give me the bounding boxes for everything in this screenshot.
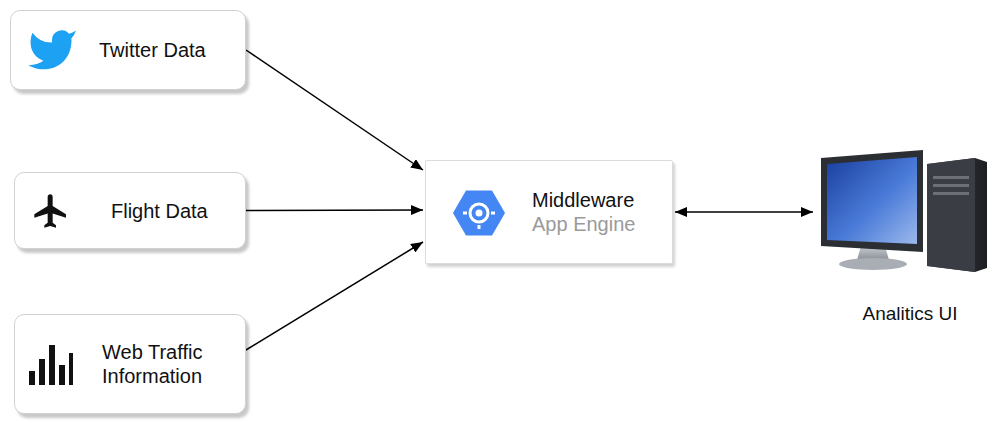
plane-icon (31, 191, 71, 231)
connector-arrow (675, 211, 813, 213)
node-subtitle: App Engine (532, 212, 635, 236)
text-group: Analitics UI (815, 303, 987, 326)
node-title: Twitter Data (99, 38, 206, 62)
node-title: Web Traffic Information (102, 340, 230, 388)
app-engine-icon (451, 188, 507, 238)
twitter-icon (26, 28, 78, 72)
node-caption: Analitics UI (862, 303, 957, 326)
text-group: Web Traffic Information (102, 340, 230, 388)
computer-node: Analitics UI (815, 148, 987, 336)
connector-arrow (246, 50, 423, 170)
connector-arrow (246, 242, 423, 350)
text-group: Flight Data (111, 199, 208, 223)
source-box: Flight Data (14, 172, 246, 249)
text-group: Twitter Data (99, 38, 206, 62)
middleware-box: MiddlewareApp Engine (425, 160, 673, 264)
node-title: Flight Data (111, 199, 208, 223)
computer-illustration (815, 148, 987, 278)
connector-arrow (246, 209, 423, 211)
node-title: Middleware (532, 188, 635, 212)
source-box: Web Traffic Information (14, 314, 246, 414)
bar-chart-icon (27, 343, 73, 387)
text-group: MiddlewareApp Engine (532, 188, 635, 236)
source-box: Twitter Data (10, 10, 246, 90)
